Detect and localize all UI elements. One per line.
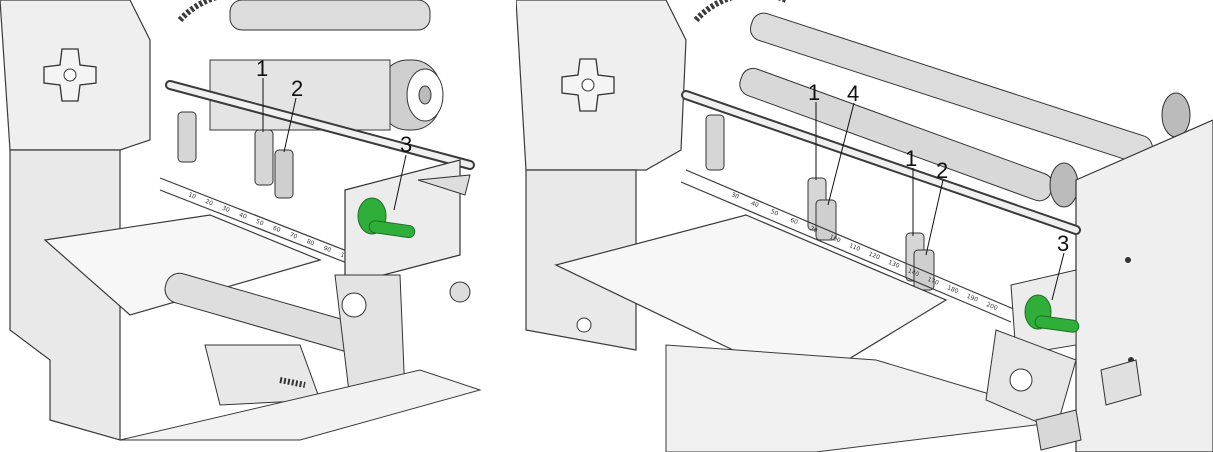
margin-stop-2[interactable] [274, 149, 294, 199]
label-media [554, 214, 948, 386]
scale-tick-label: 140 [907, 268, 920, 279]
scale-tick-label: 70 [289, 231, 299, 240]
scale-tick-label: 20 [204, 198, 214, 207]
scale-tick-label: 50 [255, 218, 265, 227]
scale-tick-label: 190 [966, 293, 979, 304]
scale-tick-label: 200 [985, 301, 998, 312]
control-keypad-icon [561, 58, 615, 112]
scale-tick-label: 30 [730, 191, 740, 200]
callout-2: 2 [936, 158, 948, 183]
margin-stop-left[interactable] [705, 114, 725, 171]
callout-1: 1 [808, 80, 820, 105]
side-plate [344, 159, 461, 286]
media-roll-icon [229, 0, 444, 131]
callout-2: 2 [291, 76, 303, 101]
margin-stop-left[interactable] [177, 111, 197, 163]
scale-tick-label: 60 [789, 217, 799, 226]
lever[interactable] [417, 174, 471, 196]
margin-stop-1[interactable] [254, 129, 274, 186]
scale-tick-label: 120 [868, 251, 881, 262]
scale-tick-label: 30 [221, 205, 231, 214]
latch[interactable] [1100, 359, 1142, 406]
scale-tick-label: 130 [887, 259, 900, 270]
dispensing-unit [204, 344, 321, 406]
scale-tick-label: 90 [322, 245, 332, 254]
callout-3: 3 [400, 132, 412, 157]
scale-tick-label: 50 [769, 208, 779, 217]
scale-tick-label: 60 [272, 225, 282, 234]
scale-labels-right: 30 40 50 60 70 100 110 120 130 140 170 180 190 200 [730, 191, 998, 312]
scale-tick-label: 110 [848, 242, 861, 253]
scale-tick-label: 100 [828, 234, 841, 245]
gear [693, 0, 786, 23]
gear [177, 0, 270, 23]
callout-1b: 1 [905, 146, 917, 171]
housing-front [9, 149, 121, 441]
tension-knob-icon[interactable] [1024, 294, 1080, 333]
figure-left: 102030405060708090100 1 2 3 [0, 0, 492, 452]
scale-tick-label: 40 [750, 200, 760, 209]
callout-3: 3 [1057, 231, 1069, 256]
side-plate [1075, 119, 1213, 452]
tension-knob-icon[interactable] [357, 197, 416, 239]
scale-tick-label: 10 [187, 191, 197, 200]
scale-tick-label: 170 [926, 276, 939, 287]
scale-tick-label: 180 [946, 284, 959, 295]
callout-4: 4 [847, 81, 859, 106]
margin-stop-4[interactable] [815, 199, 837, 241]
scale-tick-label: 70 [809, 225, 819, 234]
callout-1: 1 [256, 56, 268, 81]
control-keypad-icon [43, 48, 97, 102]
base-plate [119, 369, 482, 441]
base-plate [665, 344, 1077, 452]
printer-mechanism-left: 102030405060708090100 1 2 3 [0, 0, 482, 441]
label-media [43, 214, 322, 316]
scale-tick-label: 40 [238, 211, 248, 220]
scale-tick-label: 80 [305, 238, 315, 247]
